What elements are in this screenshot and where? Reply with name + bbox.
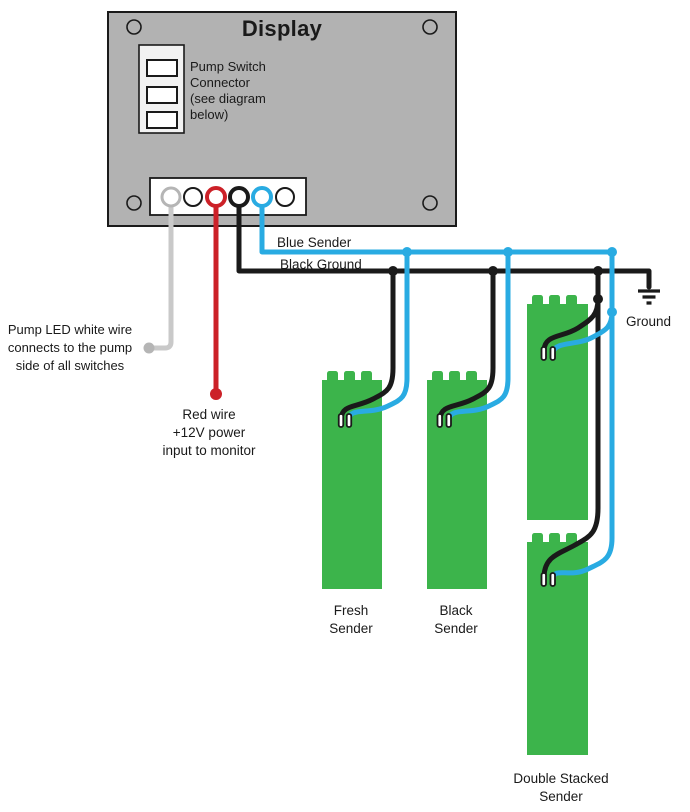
black-ground-wire-label: Black Ground — [280, 257, 362, 272]
terminal-red-wire — [205, 186, 227, 208]
sender-pin — [540, 346, 547, 361]
terminal-white-wire — [160, 186, 182, 208]
sender-pin — [436, 413, 443, 428]
black-junction-dot — [488, 266, 498, 276]
sender-pin — [345, 413, 353, 428]
screw-icon — [422, 19, 438, 35]
screw-icon — [126, 19, 142, 35]
black-drop-stack-main — [541, 268, 601, 579]
connector-terminals — [160, 186, 295, 208]
blue-junction-dot — [607, 307, 617, 317]
pump-switch-slot — [146, 86, 178, 104]
black-sender-label: Black Sender — [434, 603, 478, 636]
screw-icon — [126, 195, 142, 211]
pump-led-wire-note: Pump LED white wire connects to the pump… — [7, 322, 133, 373]
terminal-unused — [183, 187, 203, 207]
black-ground-bus — [236, 200, 652, 290]
sender-pin — [445, 413, 452, 428]
display-title: Display — [241, 16, 323, 41]
blue-junction-dot — [402, 247, 412, 257]
blue-junction-dot — [607, 247, 617, 257]
terminal-unused — [275, 187, 295, 207]
sender-pin — [549, 572, 556, 587]
black-drop-black-sender — [437, 268, 496, 422]
junction-dots — [388, 247, 617, 317]
white-pump-led-wire — [147, 200, 174, 351]
ground-symbol-icon — [638, 289, 660, 305]
black-junction-dot — [388, 266, 398, 276]
pump-switch-connector — [138, 44, 185, 134]
sender-pin — [337, 413, 345, 428]
blue-sender-wire-label: Blue Sender — [277, 235, 352, 250]
blue-drop-black-sender — [446, 249, 511, 422]
black-junction-dot — [593, 266, 603, 276]
blue-junction-dot — [503, 247, 513, 257]
double-stacked-sender-label: Double Stacked Sender — [513, 771, 609, 804]
wires — [143, 200, 660, 581]
fresh-sender-shape — [322, 371, 382, 589]
black-branch-stack-top — [541, 296, 601, 353]
blue-drop-fresh — [346, 249, 410, 422]
screw-icon — [422, 195, 438, 211]
black-junction-dot — [593, 294, 603, 304]
sender-pins — [337, 346, 556, 587]
black-drop-fresh — [338, 268, 396, 422]
blue-branch-stack-top — [550, 309, 615, 355]
sender-pin — [549, 346, 556, 361]
pump-switch-slot — [146, 111, 178, 129]
fresh-sender-label: Fresh Sender — [329, 603, 373, 636]
pump-switch-connector-note: Pump Switch Connector (see diagram below… — [190, 59, 266, 122]
red-wire-end-dot — [210, 388, 222, 400]
blue-sender-bus — [259, 200, 615, 581]
white-wire-end-dot — [143, 342, 155, 354]
sender-pin — [540, 572, 547, 587]
pump-switch-slot — [146, 59, 178, 77]
terminal-blue-wire — [251, 186, 273, 208]
ground-label: Ground — [626, 314, 672, 329]
red-wire-note: Red wire +12V power input to monitor — [162, 407, 256, 458]
terminal-black-wire — [228, 186, 250, 208]
double-stacked-sender-bottom-shape — [527, 533, 588, 755]
